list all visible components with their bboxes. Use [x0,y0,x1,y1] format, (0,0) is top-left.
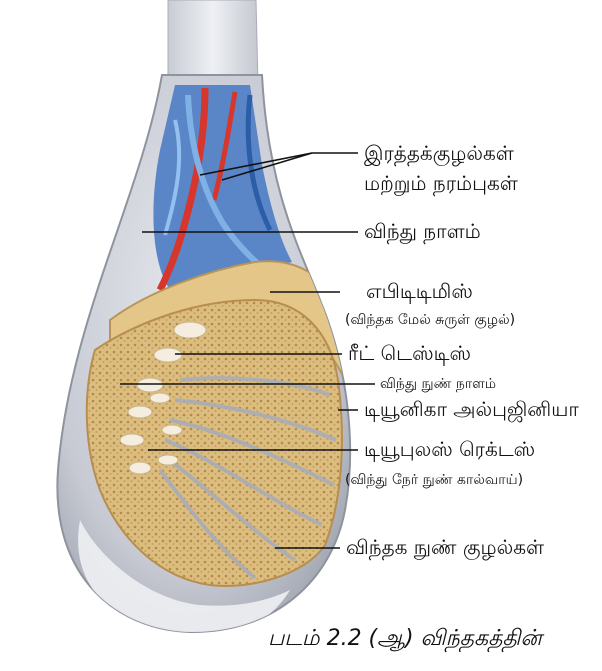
label-vas-efferens: விந்து நுண் நாளம் [380,376,496,392]
spermatic-cord [168,0,258,85]
figure-caption: படம் 2.2 (ஆ) விந்தகத்தின் [268,626,542,654]
label-tubulus-rectus-sub: (விந்து நேர் நுண் கால்வாய்) [345,472,523,488]
label-seminiferous-tubules: விந்தக நுண் குழல்கள் [346,536,544,559]
label-tunica-albuginea: டியூனிகா அல்புஜினியா [364,398,579,421]
label-tubulus-rectus: டியூபுலஸ் ரெக்டஸ் [364,438,535,461]
label-blood-vessels-line1: இரத்தக்குழல்கள் [364,142,514,165]
label-rete-testis: ரீட் டெஸ்டிஸ் [348,342,471,365]
label-epididymis: எபிடிடிமிஸ் [366,280,473,303]
label-blood-vessels-line2: மற்றும் நரம்புகள் [364,172,518,195]
label-epididymis-sub: (விந்தக மேல் சுருள் குழல்) [345,312,515,328]
label-vas-deferens: விந்து நாளம் [364,220,481,243]
